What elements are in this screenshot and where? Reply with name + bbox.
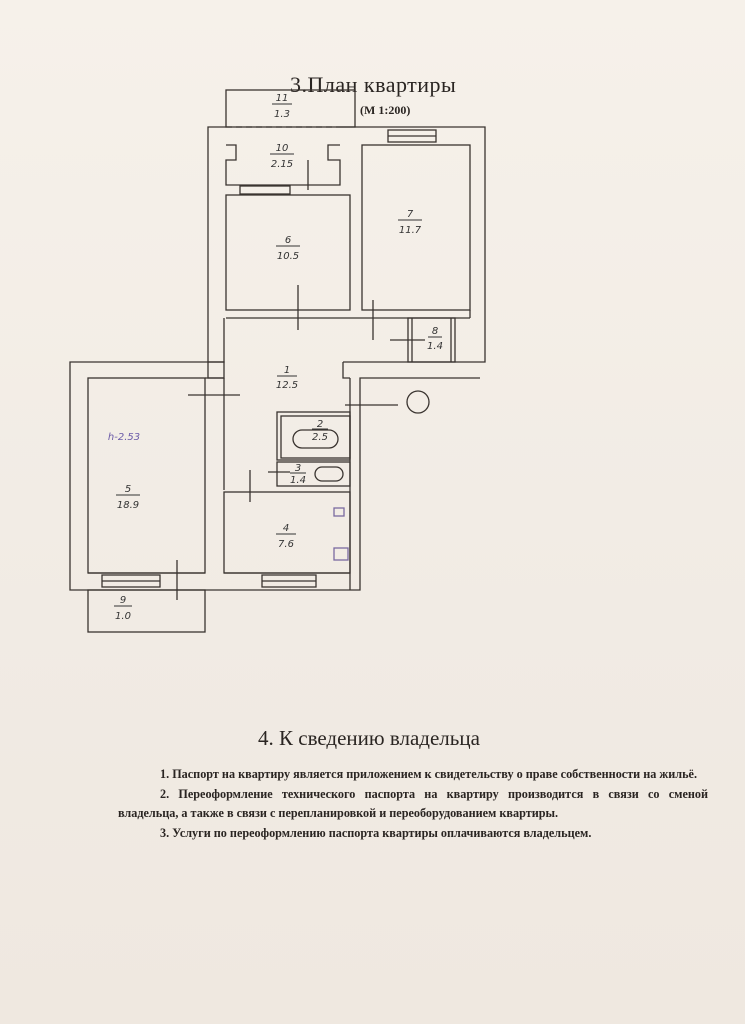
room-label-9: 91.0 <box>114 595 132 622</box>
notice-item: 2. Переоформление технического паспорта … <box>118 786 708 821</box>
notice-list: 1. Паспорт на квартиру является приложен… <box>118 765 708 843</box>
svg-text:4: 4 <box>283 523 289 534</box>
plan-title: 3.План квартиры <box>290 72 457 97</box>
room-label-6: 610.5 <box>276 235 300 262</box>
floor-plan: 111.3 102.15 610.5 711.7 81.4 112.5 22.5… <box>69 89 486 633</box>
toilet-icon <box>314 466 344 482</box>
svg-text:1.3: 1.3 <box>274 109 290 120</box>
bathtub-icon <box>292 429 339 449</box>
notice-item: 3. Услуги по переоформлению паспорта ква… <box>160 825 592 840</box>
svg-text:8: 8 <box>432 326 438 337</box>
svg-text:11: 11 <box>276 93 289 104</box>
room-label-11: 111.3 <box>272 93 292 120</box>
svg-text:1.4: 1.4 <box>290 475 306 486</box>
svg-text:10: 10 <box>276 143 289 154</box>
notice-title: 4. К сведению владельца <box>258 726 480 750</box>
room-label-10: 102.15 <box>270 143 294 170</box>
room-label-4: 47.6 <box>276 523 296 550</box>
stove-icon <box>333 547 349 561</box>
ceiling-height-note: h-2.53 <box>108 432 140 443</box>
riser-icon <box>406 390 430 414</box>
plan-scale: (М 1:200) <box>360 103 411 117</box>
room-5 <box>87 377 206 574</box>
svg-text:1.4: 1.4 <box>427 341 443 352</box>
svg-text:2: 2 <box>317 419 323 430</box>
room-label-3: 31.4 <box>290 463 306 486</box>
svg-text:12.5: 12.5 <box>276 380 298 391</box>
svg-text:11.7: 11.7 <box>399 225 422 236</box>
sink-icon <box>333 507 345 517</box>
svg-text:18.9: 18.9 <box>117 500 139 511</box>
svg-text:2.5: 2.5 <box>312 432 328 443</box>
svg-text:3: 3 <box>295 463 301 474</box>
svg-text:7: 7 <box>407 209 414 220</box>
room-label-5: 518.9 <box>116 484 140 511</box>
svg-text:1.0: 1.0 <box>115 611 131 622</box>
svg-text:6: 6 <box>285 235 291 246</box>
svg-text:2.15: 2.15 <box>271 159 293 170</box>
notice-item: 1. Паспорт на квартиру является приложен… <box>160 767 698 781</box>
room-label-8: 81.4 <box>427 326 443 352</box>
svg-text:9: 9 <box>120 595 126 606</box>
room-label-7: 711.7 <box>398 209 422 236</box>
svg-text:7.6: 7.6 <box>278 539 294 550</box>
room-label-1: 112.5 <box>276 365 298 391</box>
balcony-11 <box>225 89 356 128</box>
balcony-9 <box>87 589 206 633</box>
svg-text:1: 1 <box>284 365 290 376</box>
room-6 <box>225 194 351 311</box>
svg-text:10.5: 10.5 <box>277 251 299 262</box>
room-7 <box>361 144 471 311</box>
room-label-2: 22.5 <box>312 419 328 443</box>
svg-text:5: 5 <box>125 484 131 495</box>
toilet-3 <box>276 461 351 487</box>
